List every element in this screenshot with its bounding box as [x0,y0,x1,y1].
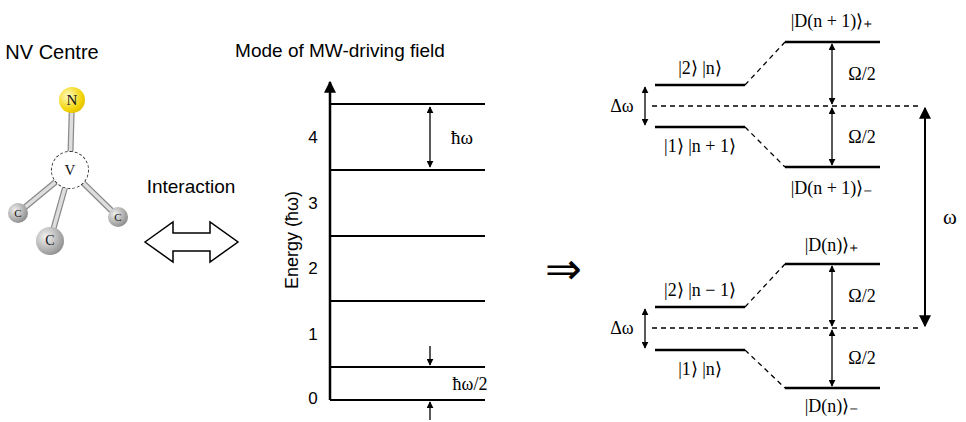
nitrogen-atom: N [59,87,85,113]
state-label: |D(n)⟩₊ [805,236,860,254]
quantity-label: ħω [451,128,473,147]
state-label: |1⟩ |n⟩ [678,360,722,378]
carbon-atom: C [108,207,128,227]
state-levels [655,42,880,388]
quantity-label: Ω/2 [848,349,875,367]
section-title: Interaction [147,177,236,196]
quantity-label: Ω/2 [848,128,875,146]
quantity-label: Ω/2 [848,65,875,83]
atom-symbol: C [45,234,54,248]
zero-point-arrow [429,346,430,365]
atomic-bond [84,183,111,210]
bond-fill [54,188,65,227]
tick-label: 3 [308,195,317,212]
atomic-bond [54,188,65,227]
tick-label: 4 [308,129,317,146]
atom-symbol: N [67,93,78,108]
atom-symbol: C [14,208,21,219]
zero-point-arrow [429,402,430,420]
tick-label: 0 [308,390,317,407]
bond-outline [71,113,72,151]
vacancy-site: V [51,151,89,189]
bond-outline [26,182,56,207]
energy-levels [330,104,485,400]
carbon-atom: C [36,227,64,255]
dashed-guides [652,42,920,388]
bond-outline [84,183,111,210]
bond-outline [54,188,65,227]
tick-label: 1 [308,326,317,343]
atom-symbol: V [65,163,76,178]
omega-arrow [924,108,926,326]
tick-label: 2 [308,260,317,277]
bond-fill [84,183,111,210]
state-label: |2⟩ |n⟩ [678,59,722,77]
state-label: |D(n + 1)⟩₋ [791,179,874,197]
section-title: NV Centre [5,42,98,62]
axis-title: Energy (ħω) [283,191,301,289]
bond-fill [71,113,72,151]
spacing-arrow [429,107,430,167]
interaction-arrow [145,222,238,262]
state-label: |1⟩ |n + 1⟩ [664,137,736,155]
carbon-atom: C [8,203,28,223]
state-label: |2⟩ |n − 1⟩ [664,281,736,299]
state-label: |D(n)⟩₋ [805,397,860,415]
quantity-label: Ω/2 [848,287,875,305]
splitting-arrows [645,44,832,386]
bond-fill [26,182,56,207]
implies-symbol: ⇒ [545,248,582,292]
atomic-bond [71,113,72,151]
quantity-label: ω [943,207,957,228]
section-title: Mode of MW-driving field [235,41,445,60]
quantity-label: Δω [610,97,633,115]
quantity-label: Δω [610,319,633,337]
state-label: |D(n + 1)⟩₊ [791,12,874,30]
atom-symbol: C [114,212,121,223]
quantity-label: ħω/2 [453,375,488,393]
atomic-bond [26,182,56,207]
energy-axis [329,82,332,400]
